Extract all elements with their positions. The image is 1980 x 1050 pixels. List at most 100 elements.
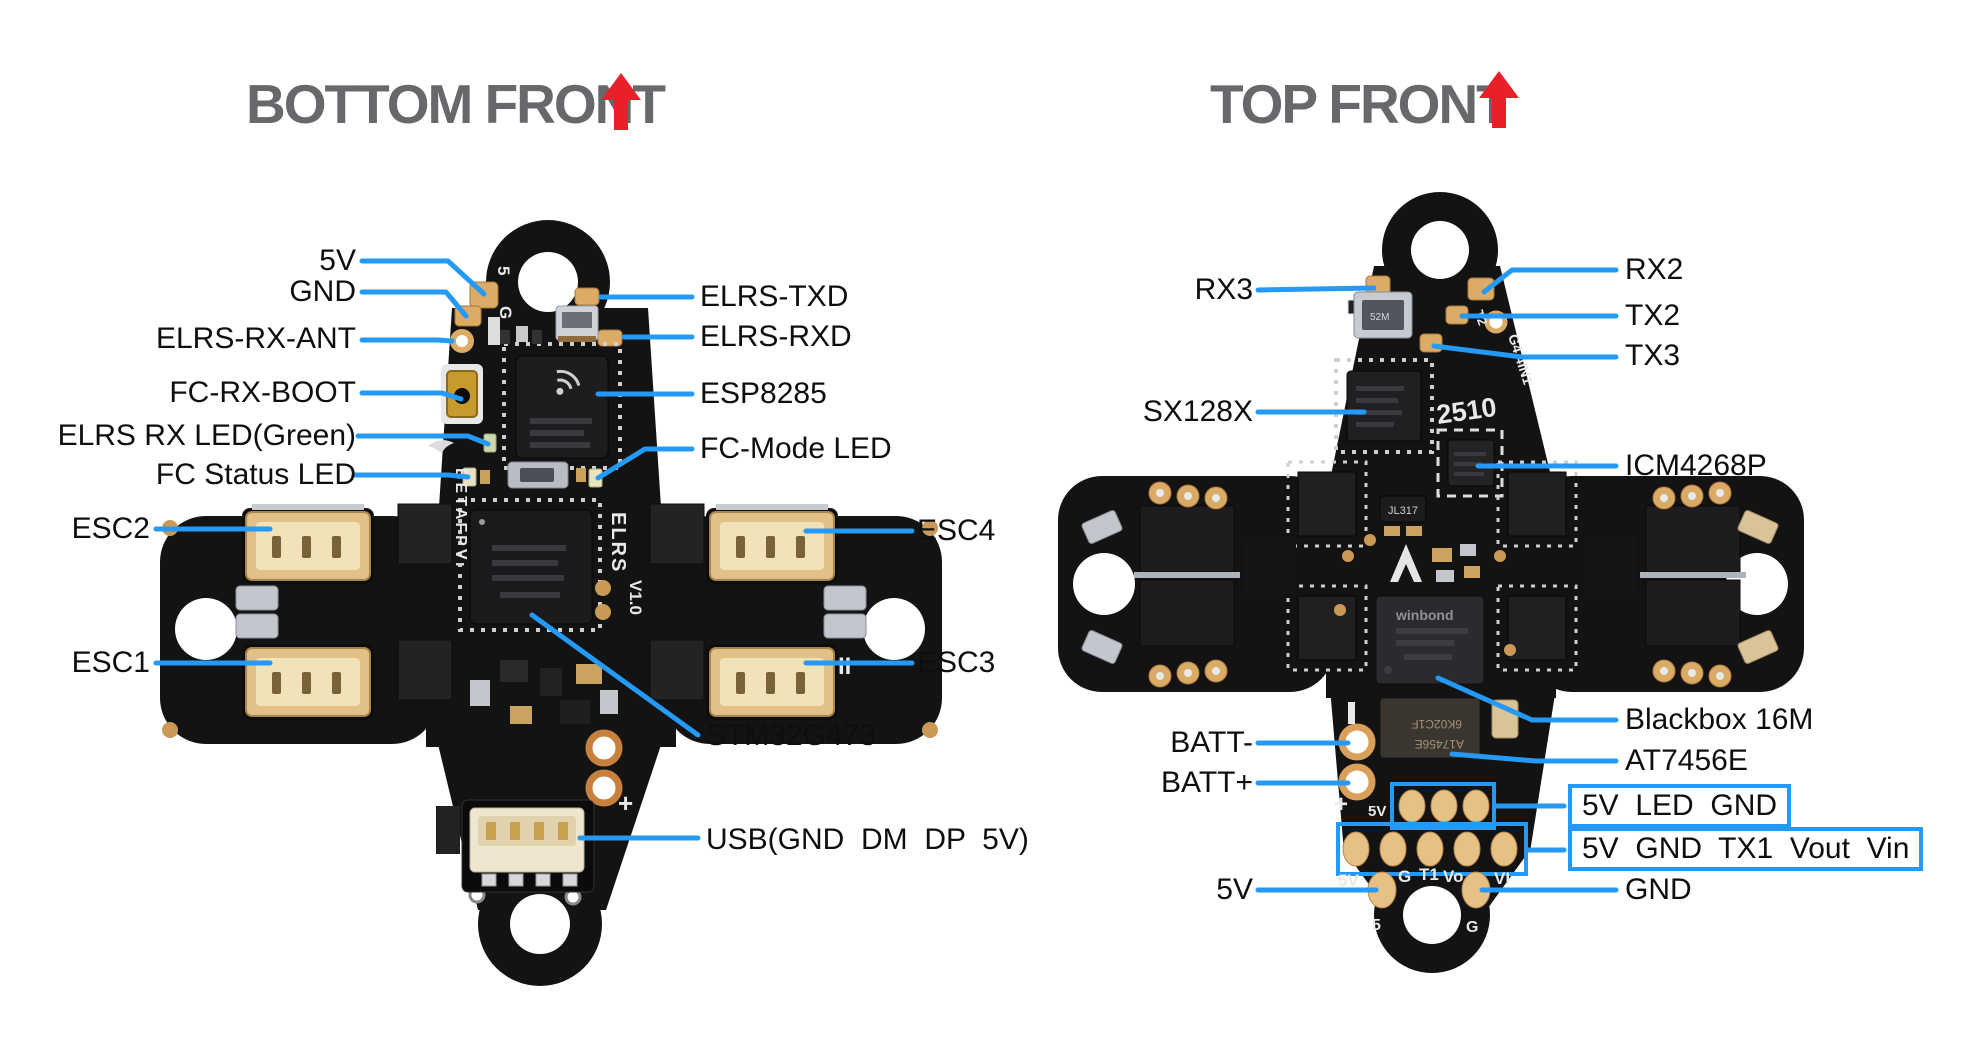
wifi-icon: [556, 369, 581, 395]
up-arrow-icon: [1479, 71, 1519, 128]
callout-rx3: RX3: [1194, 273, 1253, 306]
silk-pad-t1: T1: [1419, 865, 1439, 884]
callout-elrs-rx-led: ELRS RX LED(Green): [57, 419, 356, 452]
silk-osd2: A17456E: [1415, 737, 1464, 751]
callout-esc1: ESC1: [71, 646, 150, 679]
esc2-connector: [242, 504, 374, 584]
esp8285-chip: [502, 342, 622, 470]
antenna-hole: [450, 329, 474, 353]
boot-button: [441, 364, 483, 424]
stm32-chip: [458, 498, 602, 632]
callout-elrs-txd: ELRS-TXD: [700, 280, 849, 313]
callout-rx2: RX2: [1625, 253, 1684, 286]
callout-esc3: ESC3: [917, 646, 996, 679]
mounting-holes: [175, 252, 925, 954]
mounting-holes: [1073, 221, 1788, 944]
silk-osd1: 6K02C1F: [1411, 717, 1462, 731]
silk-5v-top: 5V: [1368, 803, 1386, 820]
silk-g: G: [496, 306, 515, 319]
betafpv-bird-icon: [428, 440, 454, 453]
callout-gnd: GND: [289, 275, 356, 308]
callout-tx2: TX2: [1625, 299, 1681, 332]
at7456e-chip: 6K02C1F A17456E: [1379, 697, 1481, 759]
silk-betafpv: BETAFPV:: [452, 468, 469, 570]
callout-led-pads-box: 5V LED GND: [1568, 784, 1792, 828]
leader-stm32: [529, 612, 701, 738]
silk-jl317: JL317: [1388, 505, 1418, 517]
silk-plus: +: [618, 788, 633, 818]
callout-icm4268p: ICM4268P: [1625, 449, 1767, 482]
callout-5v: 5V: [319, 244, 356, 277]
esc1-connector: [242, 644, 374, 720]
up-arrow-icon: [601, 73, 641, 130]
callout-batt-plus: BATT+: [1161, 766, 1253, 799]
silk-plus: +: [1334, 791, 1348, 818]
crystal: [507, 461, 569, 489]
crystal: 52M: [1353, 291, 1413, 339]
callout-fc-rx-boot: FC-RX-BOOT: [169, 376, 356, 409]
arm-components: [1081, 481, 1779, 688]
esc-driver-chips: [1286, 460, 1578, 672]
callout-gnd-bottom: GND: [1625, 873, 1692, 906]
sx128x-chip: [1334, 358, 1434, 454]
callout-blackbox: Blackbox 16M: [1625, 703, 1814, 736]
callout-esc2: ESC2: [71, 512, 150, 545]
betafpv-triangle-icon: [1390, 544, 1422, 582]
silk-bottom-g: G: [1466, 919, 1478, 936]
smd-components: [162, 326, 938, 854]
callout-usb: USB(GND DM DP 5V): [706, 823, 1029, 856]
esc4-connector: [706, 504, 838, 584]
callout-io-pads-box: 5V GND TX1 Vout Vin: [1568, 827, 1924, 871]
silk-version: V1.0: [626, 580, 645, 615]
silk-xtal: 52M: [1370, 312, 1389, 323]
silk-pad-vi: VI: [1494, 869, 1510, 888]
elrs-rf-chip: [555, 305, 599, 342]
silk-pad-g: G: [1398, 867, 1411, 886]
leader-at7456e: [1449, 751, 1619, 764]
leader-lines: [153, 258, 1619, 893]
leader-fc-mode-led: [595, 446, 695, 481]
callout-esc4: ESC4: [917, 514, 996, 547]
usb-connector: [461, 799, 595, 893]
callout-elrs-rx-ant: ELRS-RX-ANT: [155, 322, 356, 355]
jl317-chip: JL317: [1379, 495, 1427, 536]
callout-5v-bottom: 5V: [1216, 873, 1253, 906]
battery-pads: [585, 729, 623, 807]
leader-fc-status-led: [351, 472, 471, 480]
ufl-connector: [488, 317, 500, 345]
leader-rx2: [1481, 267, 1619, 295]
bottom-front-board: 5 G BETAFPV: ELRS V1.0 + II: [160, 220, 942, 986]
leader-elrs-rx-led: [355, 433, 491, 447]
callout-at7456e: AT7456E: [1625, 744, 1748, 777]
esc3-connector: [706, 644, 838, 720]
title-bottom-front: BOTTOM FRONT: [246, 73, 666, 135]
bottom-pad-rows: [1336, 782, 1528, 909]
leader-gnd: [359, 289, 469, 319]
silk-winbond: winbond: [1395, 607, 1454, 623]
callout-tx3: TX3: [1625, 339, 1681, 372]
callout-stm32: STM32G473: [706, 719, 877, 752]
silk-pad-5v: 5V: [1338, 871, 1359, 890]
callout-elrs-rxd: ELRS-RXD: [700, 320, 852, 353]
callout-batt-minus: BATT-: [1170, 726, 1253, 759]
silkscreen-bottom-board: 5 G BETAFPV: ELRS V1.0 + II: [428, 266, 851, 818]
leader-rx3: [1255, 285, 1377, 293]
leader-tx3: [1431, 343, 1619, 360]
winbond-chip: winbond: [1375, 595, 1485, 685]
silk-5: 5: [494, 266, 513, 275]
title-top-front: TOP FRONT: [1210, 73, 1510, 135]
leader-blackbox: [1435, 675, 1619, 723]
silk-bottom-5: 5: [1372, 917, 1381, 934]
callout-sx128x: SX128X: [1142, 395, 1253, 428]
leader-fc-rx-boot: [359, 390, 464, 402]
silk-pad-vo: Vo: [1443, 867, 1463, 886]
callout-fc-status-led: FC Status LED: [155, 458, 356, 491]
callout-esp8285: ESP8285: [700, 377, 827, 410]
icm4268p-chip: [1436, 428, 1504, 498]
silk-motor-mark: II: [838, 653, 851, 680]
leader-elrs-rx-ant: [359, 337, 455, 344]
silk-minus-mark: [1348, 702, 1355, 724]
callout-fc-mode-led: FC-Mode LED: [700, 432, 892, 465]
